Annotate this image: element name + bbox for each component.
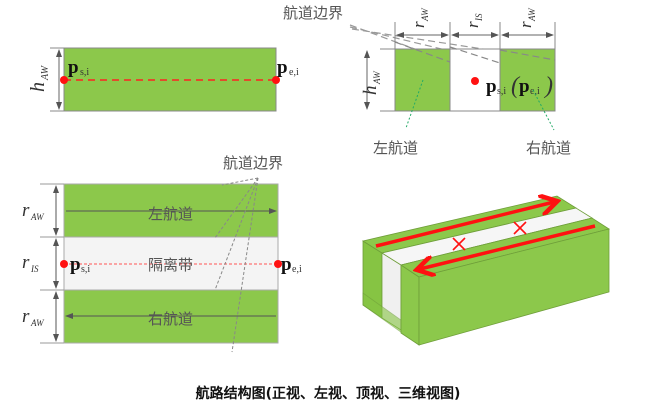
- reverse-flight-arrow: [420, 224, 596, 269]
- svg-text:r: r: [409, 21, 428, 28]
- front-view: h AW p s,i p e,i: [27, 47, 299, 112]
- svg-text:AW: AW: [40, 64, 51, 81]
- p-end-label: p: [277, 57, 288, 78]
- p-start-top-sub: s,i: [81, 264, 90, 275]
- lane-boundary-label: 航道边界: [283, 4, 343, 22]
- svg-text:AW: AW: [30, 212, 45, 222]
- side-view: 航道边界 rAW rIS rAW hAW p s,i ( p e,i ) 左航: [283, 4, 571, 157]
- end-point-marker: [272, 76, 280, 84]
- p-end-sub: e,i: [289, 67, 299, 78]
- p-start-side: p: [486, 76, 497, 97]
- right-lane-section: [499, 48, 556, 112]
- forward-flight-arrow: [375, 202, 554, 248]
- p-end-top: p: [281, 254, 292, 275]
- isolation-zone-label: 隔离带: [148, 256, 193, 274]
- svg-text:h: h: [27, 82, 49, 92]
- start-point-top: [60, 260, 68, 268]
- svg-text:h: h: [360, 86, 381, 96]
- figure-caption: 航路结构图(正视、左视、顶视、三维视图): [196, 385, 461, 402]
- front-face-3d: [418, 228, 610, 346]
- left-lane-label: 左航道: [148, 205, 193, 223]
- three-d-view: [361, 196, 610, 346]
- svg-text:IS: IS: [30, 264, 39, 274]
- r-aw-label-left: rAW: [409, 7, 430, 28]
- svg-text:r: r: [22, 200, 30, 221]
- airway-lane-front: [63, 47, 277, 112]
- paren-close: ): [543, 73, 553, 99]
- right-lane-label-side: 右航道: [526, 139, 571, 157]
- p-start-label: p: [68, 57, 79, 78]
- left-lane-label-side: 左航道: [373, 139, 418, 157]
- r-aw-label-right: rAW: [516, 7, 537, 28]
- h-aw-label-side: hAW: [360, 70, 382, 95]
- h-aw-label: h AW: [27, 64, 51, 92]
- r-is-label: rIS: [463, 13, 484, 28]
- boundary-leader-lines-top: [214, 177, 259, 353]
- svg-text:r: r: [22, 252, 30, 273]
- lane-boundary-label-top: 航道边界: [223, 154, 283, 172]
- svg-text:r: r: [516, 21, 535, 28]
- start-point-marker: [60, 76, 68, 84]
- p-start-top: p: [70, 254, 81, 275]
- svg-text:AW: AW: [372, 70, 382, 85]
- p-end-side-sub: e,i: [530, 86, 540, 97]
- svg-text:AW: AW: [30, 318, 45, 328]
- p-start-side-sub: s,i: [497, 86, 506, 97]
- svg-text:AW: AW: [527, 7, 537, 22]
- svg-text:AW: AW: [420, 7, 430, 22]
- p-end-top-sub: e,i: [292, 264, 302, 275]
- svg-text:r: r: [463, 21, 482, 28]
- right-lane-label: 右航道: [148, 310, 193, 328]
- end-point-top: [274, 260, 282, 268]
- paren-open: (: [511, 73, 521, 99]
- p-end-side: p: [519, 76, 530, 97]
- p-start-sub: s,i: [80, 67, 89, 78]
- point-marker-side: [471, 77, 479, 85]
- svg-text:r: r: [22, 306, 30, 327]
- svg-text:IS: IS: [474, 13, 484, 22]
- no-crossing-mark: [452, 221, 527, 251]
